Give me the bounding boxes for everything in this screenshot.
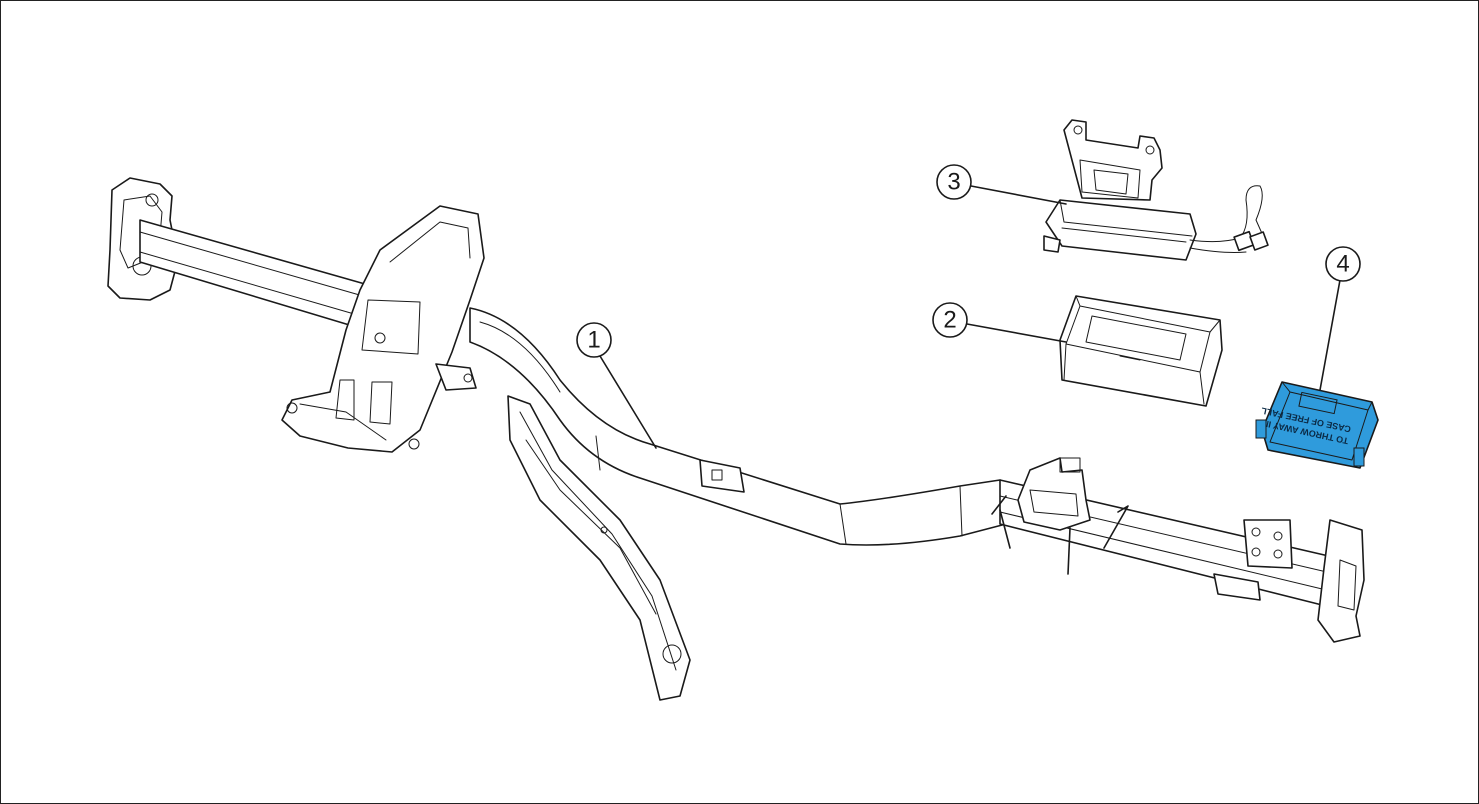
callout-4: 4 [1319, 246, 1361, 391]
callout-3: 3 [936, 164, 1067, 205]
callout-1-label: 1 [587, 327, 600, 354]
control-module [1059, 295, 1223, 407]
callout-2: 2 [932, 302, 1067, 343]
callout-3-label: 3 [947, 169, 960, 196]
highlighted-module: TO THROW AWAY IN CASE OF FREE FALL [1255, 381, 1379, 469]
module-with-bracket [1043, 119, 1269, 261]
cross-car-beam [107, 177, 1365, 701]
callout-2-label: 2 [943, 307, 956, 334]
callout-1: 1 [576, 322, 657, 449]
callout-4-label: 4 [1336, 251, 1349, 278]
